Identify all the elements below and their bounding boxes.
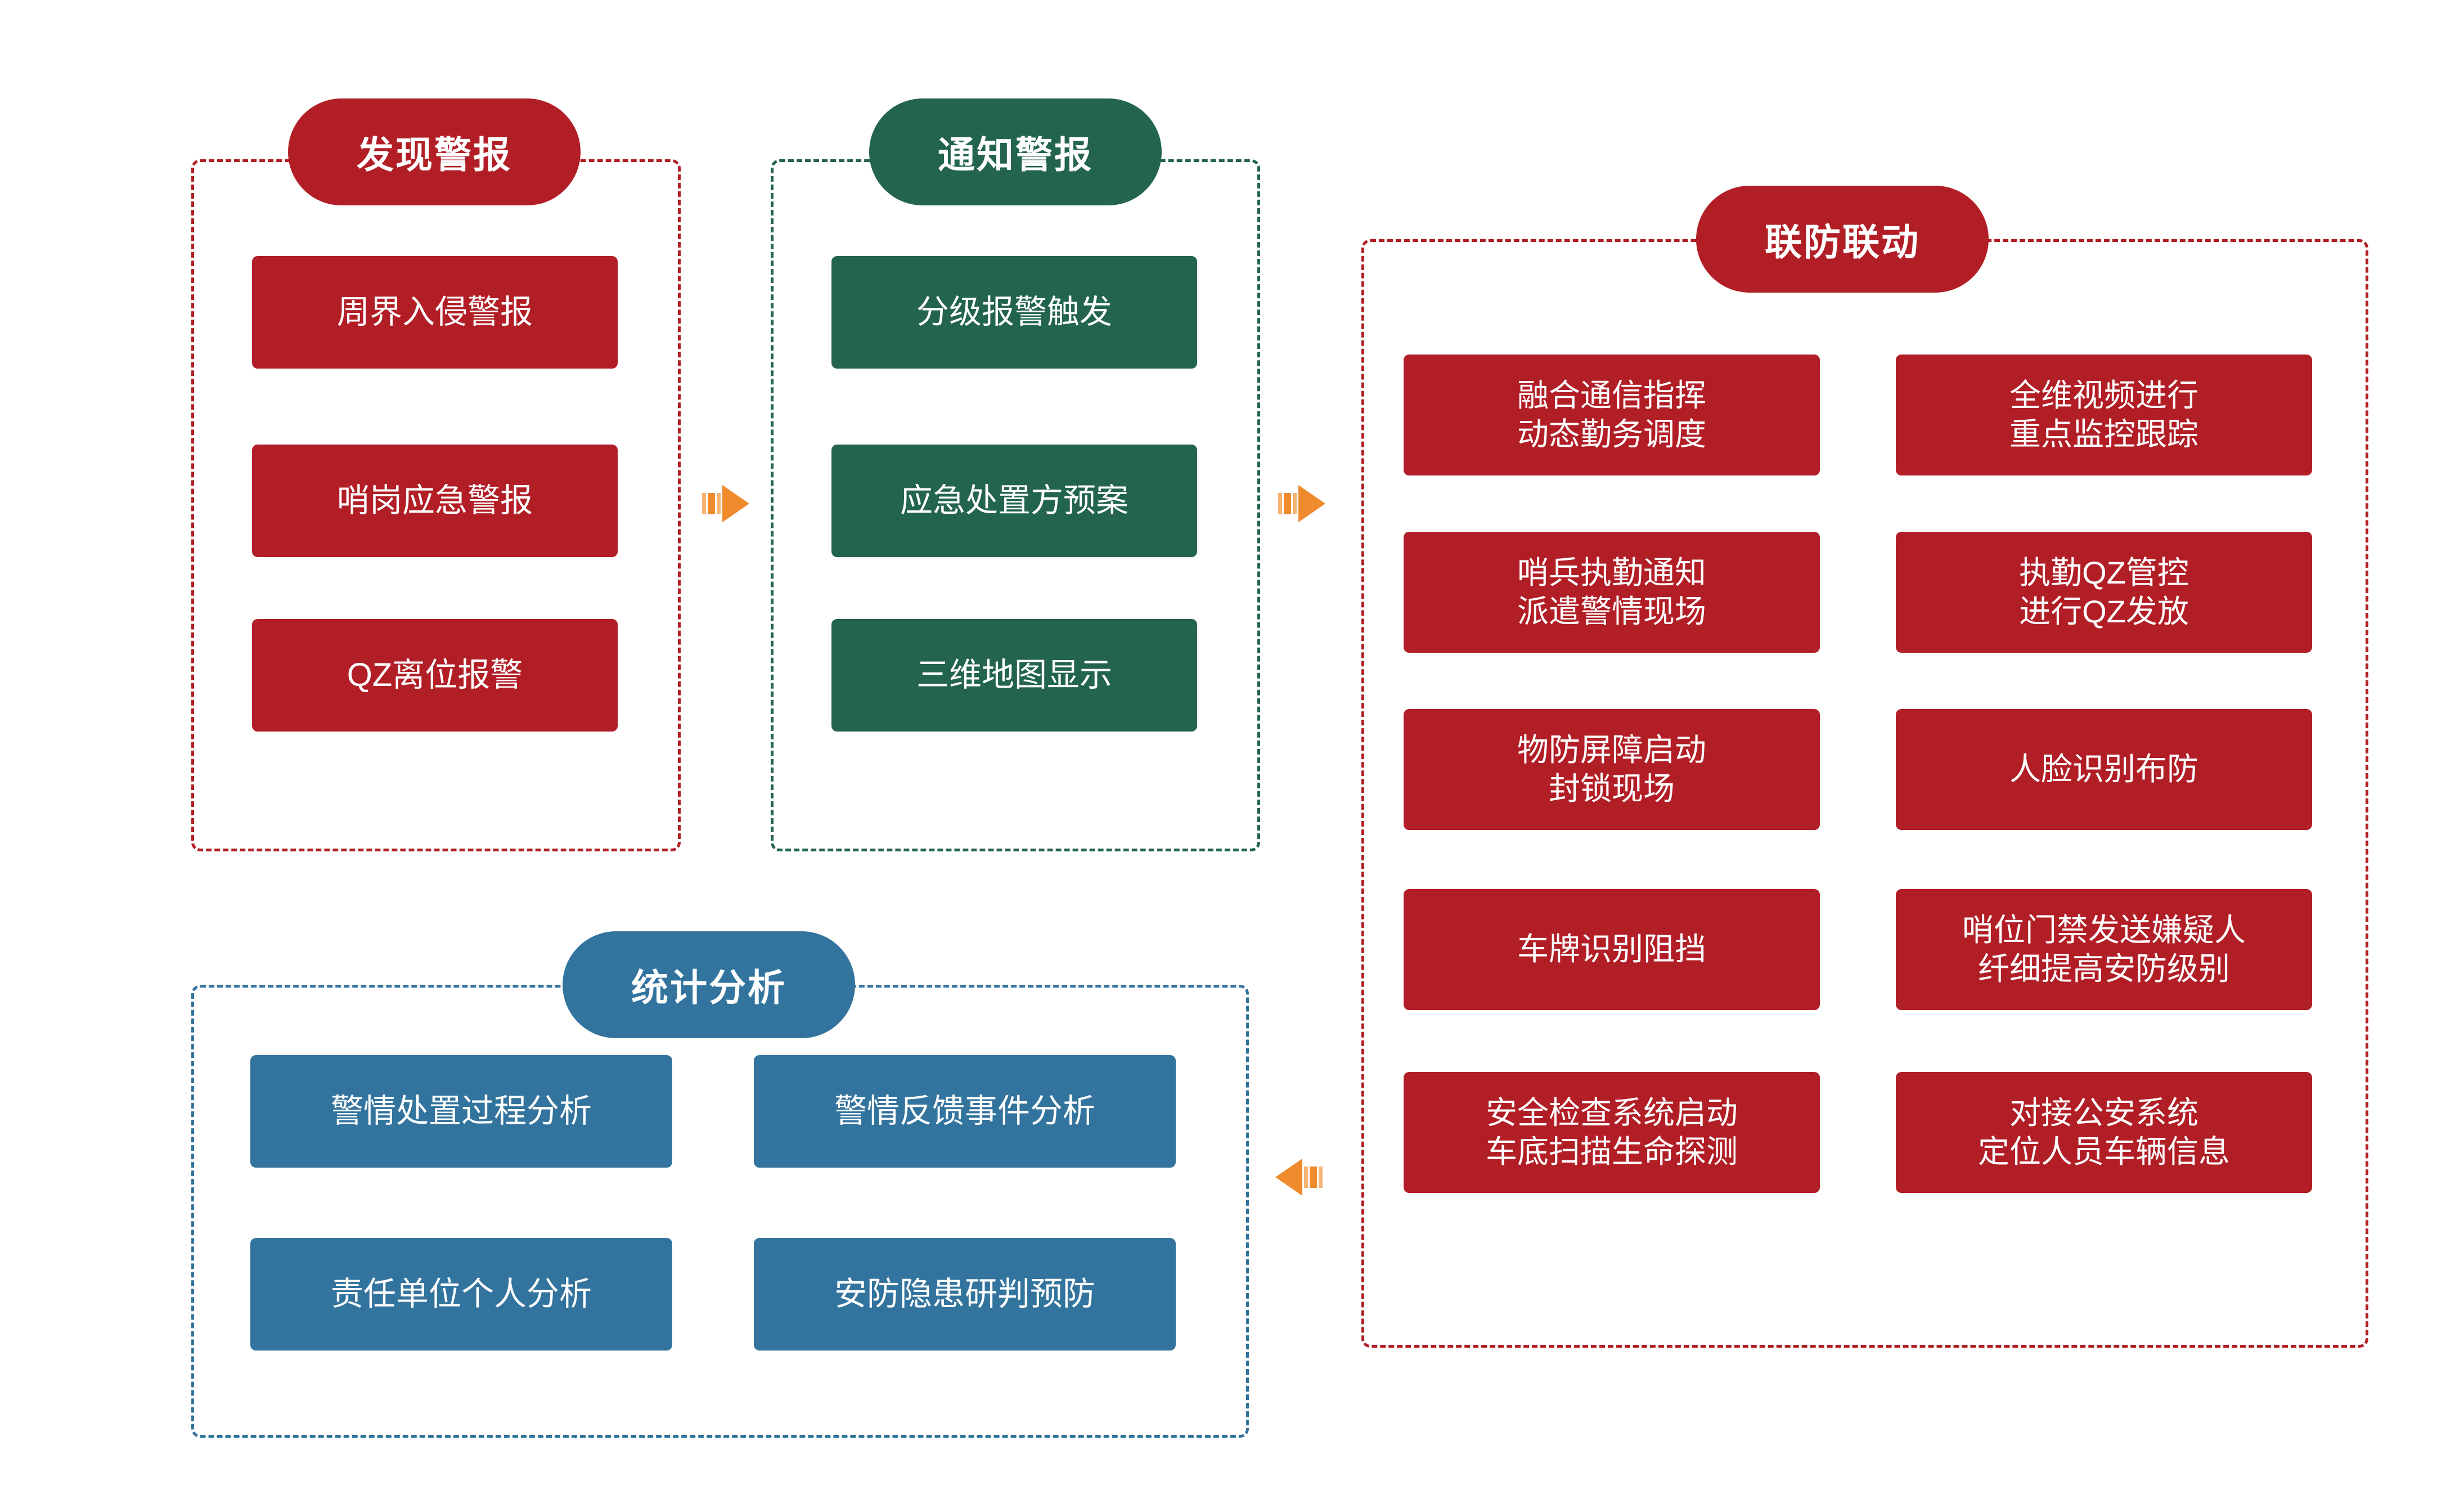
item-license-plate-blocking[interactable]: 车牌识别阻挡 — [1404, 889, 1820, 1010]
panel-title-discover-alarm[interactable]: 发现警报 — [288, 98, 581, 205]
item-qz-offpost-alarm[interactable]: QZ离位报警 — [252, 619, 618, 732]
item-security-hazard-prevention[interactable]: 安防隐患研判预防 — [754, 1238, 1176, 1351]
item-public-security-integration[interactable]: 对接公安系统 定位人员车辆信息 — [1896, 1072, 2312, 1193]
item-alarm-feedback-event-analysis[interactable]: 警情反馈事件分析 — [754, 1055, 1176, 1168]
item-sentry-duty-notice[interactable]: 哨兵执勤通知 派遣警情现场 — [1404, 532, 1820, 653]
item-perimeter-intrusion-alarm[interactable]: 周界入侵警报 — [252, 256, 618, 369]
panel-statistics-analysis — [191, 985, 1249, 1438]
arrow-right-notify-to-joint-defense — [1278, 483, 1327, 524]
item-alarm-handling-process-analysis[interactable]: 警情处置过程分析 — [250, 1055, 672, 1168]
item-graded-alarm-trigger[interactable]: 分级报警触发 — [831, 256, 1197, 369]
arrow-left-joint-defense-to-statistics — [1274, 1156, 1323, 1198]
arrow-right-discover-to-notify — [702, 483, 750, 524]
item-3d-map-display[interactable]: 三维地图显示 — [831, 619, 1197, 732]
item-fusion-comm-command[interactable]: 融合通信指挥 动态勤务调度 — [1404, 355, 1820, 475]
item-face-recognition-deployment[interactable]: 人脸识别布防 — [1896, 709, 2312, 830]
item-duty-qz-control[interactable]: 执勤QZ管控 进行QZ发放 — [1896, 532, 2312, 653]
item-post-access-suspect-alert[interactable]: 哨位门禁发送嫌疑人 纤细提高安防级别 — [1896, 889, 2312, 1010]
item-omni-video-tracking[interactable]: 全维视频进行 重点监控跟踪 — [1896, 355, 2312, 475]
panel-title-statistics-analysis[interactable]: 统计分析 — [563, 931, 855, 1038]
item-sentry-emergency-alarm[interactable]: 哨岗应急警报 — [252, 445, 618, 557]
item-security-check-system[interactable]: 安全检查系统启动 车底扫描生命探测 — [1404, 1072, 1820, 1193]
panel-title-joint-defense[interactable]: 联防联动 — [1696, 186, 1989, 293]
item-physical-barrier-activation[interactable]: 物防屏障启动 封锁现场 — [1404, 709, 1820, 830]
panel-title-notify-alarm[interactable]: 通知警报 — [869, 98, 1162, 205]
item-emergency-response-plan[interactable]: 应急处置方预案 — [831, 445, 1197, 557]
item-responsible-unit-individual-analysis[interactable]: 责任单位个人分析 — [250, 1238, 672, 1351]
